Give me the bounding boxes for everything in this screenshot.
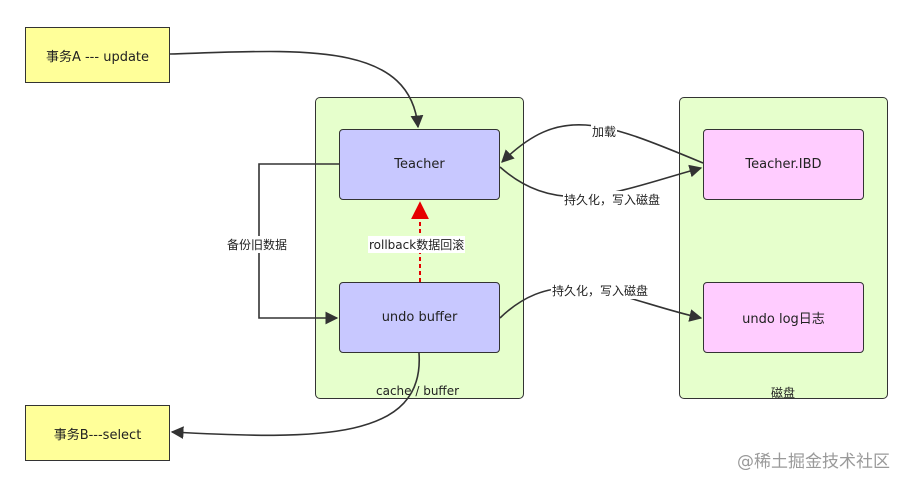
undo-buffer-node: undo buffer: [339, 282, 500, 353]
teacher-ibd-node: Teacher.IBD: [703, 129, 864, 200]
disk-label: 磁盘: [771, 386, 796, 400]
transaction-a-node: 事务A --- update: [25, 27, 170, 83]
edge-txn-a-to-teacher: [169, 50, 424, 129]
cache-buffer-label: cache / buffer: [376, 384, 460, 398]
watermark: @稀土掘金技术社区: [737, 452, 890, 472]
rollback-label: rollback数据回滚: [368, 236, 466, 253]
load-label: 加载: [591, 123, 618, 140]
edge-load: [501, 124, 704, 164]
teacher-node: Teacher: [339, 129, 500, 200]
persist-undo-label: 持久化，写入磁盘: [551, 282, 650, 299]
persist-teacher-label: 持久化，写入磁盘: [563, 191, 662, 208]
edge-undo-to-txn-b: [170, 352, 420, 440]
transaction-b-node: 事务B---select: [25, 405, 170, 461]
backup-label: 备份旧数据: [226, 236, 289, 253]
undo-log-node: undo log日志: [703, 282, 864, 353]
